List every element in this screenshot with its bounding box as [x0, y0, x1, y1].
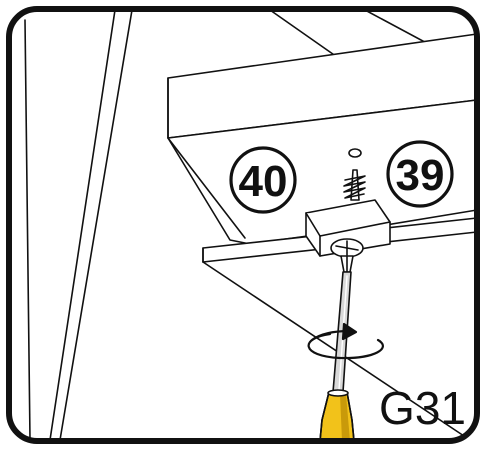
part-badge-40: 40 [231, 148, 295, 212]
screwdriver-icon [320, 256, 354, 441]
part-label-40: 40 [239, 157, 288, 206]
screw-head [331, 239, 363, 257]
part-badge-39: 39 [388, 142, 452, 206]
part-label-39: 39 [396, 151, 445, 200]
screw-hole [349, 149, 361, 157]
step-code: G31 [379, 382, 466, 434]
